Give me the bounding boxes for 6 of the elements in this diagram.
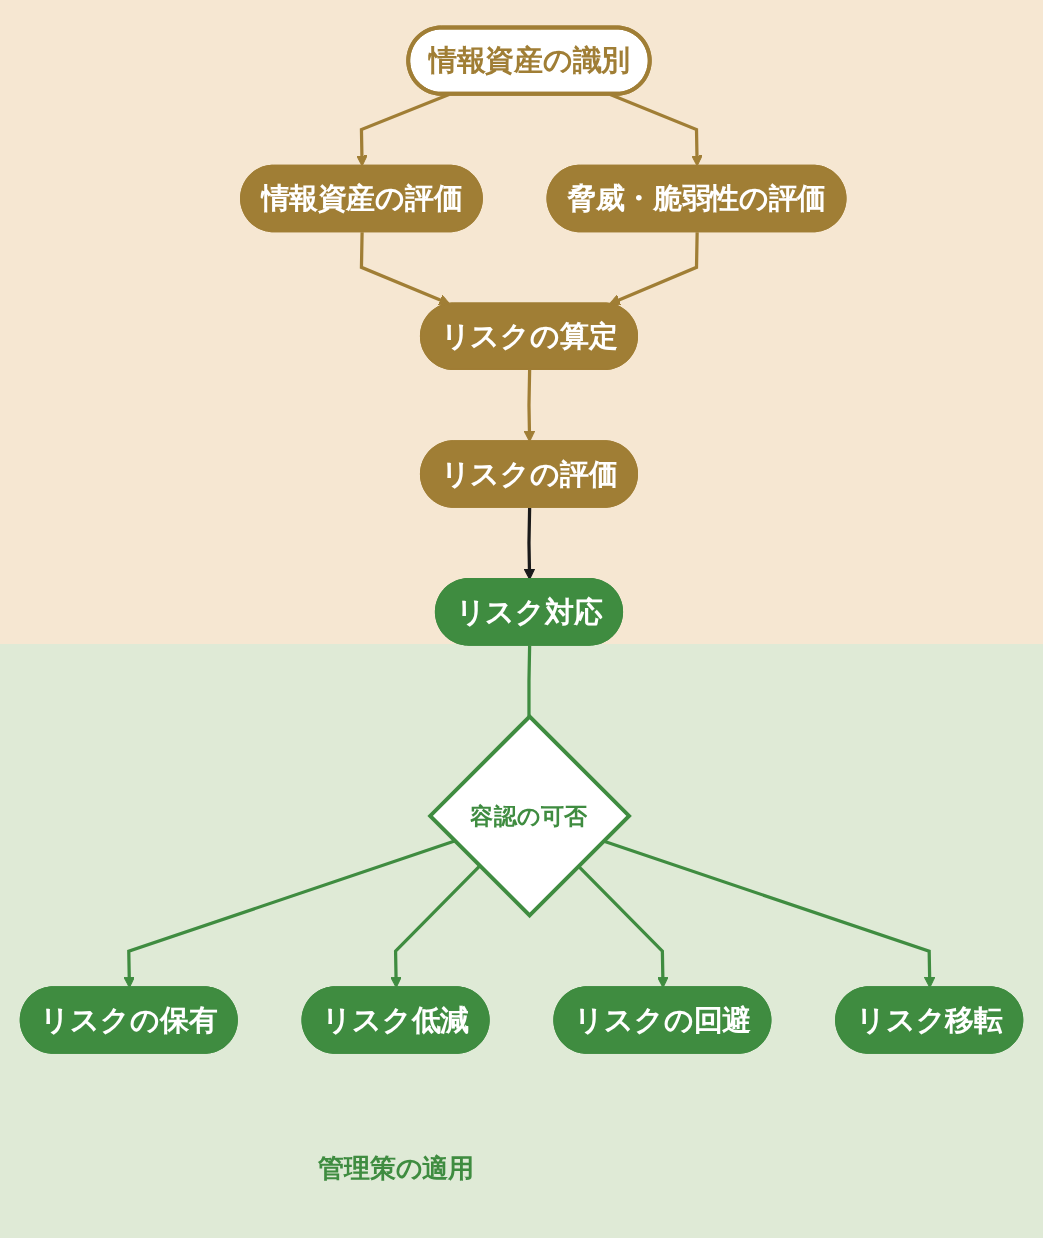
arrow (523, 507, 536, 580)
arrow (608, 232, 699, 306)
arrow (359, 232, 451, 306)
node-diamond: 容認の可否 (427, 713, 632, 919)
connector (527, 645, 532, 717)
node-label: 管理策の適用 (317, 1152, 474, 1184)
